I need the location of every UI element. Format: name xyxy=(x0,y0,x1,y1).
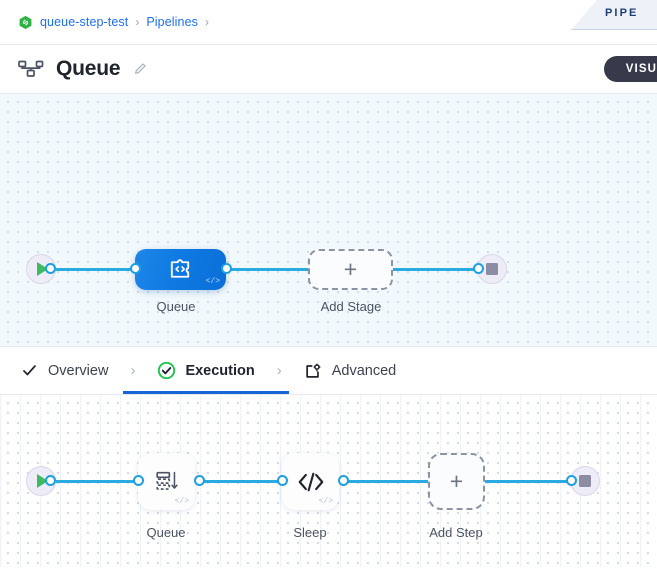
edge-queue-to-sleep xyxy=(196,480,283,483)
check-icon xyxy=(20,361,39,380)
node-code-badge: </> xyxy=(318,497,333,506)
add-stage-label: Add Stage xyxy=(320,299,382,314)
add-step-button[interactable]: + xyxy=(428,453,485,510)
breadcrumb: queue-step-test › Pipelines › xyxy=(0,0,657,45)
page-header: Queue VISU xyxy=(0,45,657,94)
breadcrumb-separator: › xyxy=(135,15,140,29)
step-node-label-queue: Queue xyxy=(146,525,186,540)
queue-stage-output-port[interactable] xyxy=(221,263,232,274)
settings-frame-icon xyxy=(304,361,323,380)
tab-overview[interactable]: Overview xyxy=(20,347,108,394)
step-node-label-sleep: Sleep xyxy=(293,525,327,540)
tab-overview-label: Overview xyxy=(48,362,109,379)
breadcrumb-item-project[interactable]: queue-step-test xyxy=(40,15,129,29)
edge-start-to-queue-step xyxy=(47,480,138,483)
plus-icon: + xyxy=(449,468,464,494)
start-node-output-port[interactable] xyxy=(45,475,56,486)
check-circle-icon xyxy=(157,361,176,380)
stage-node-label-queue: Queue xyxy=(156,299,196,314)
link-hexagon-icon xyxy=(19,15,32,29)
play-icon xyxy=(37,262,48,276)
sleep-step-input-port[interactable] xyxy=(277,475,288,486)
breadcrumb-separator: › xyxy=(205,15,209,29)
visualize-button-label: VISU xyxy=(625,63,657,75)
tab-separator: › xyxy=(130,362,136,379)
start-node-output-port[interactable] xyxy=(45,263,56,274)
queue-step-output-port[interactable] xyxy=(194,475,205,486)
queue-step-input-port[interactable] xyxy=(133,475,144,486)
visualize-button[interactable]: VISU xyxy=(603,56,657,82)
stop-icon xyxy=(579,475,591,487)
end-node-input-port[interactable] xyxy=(566,475,577,486)
edge-sleep-to-addstep xyxy=(340,480,432,483)
puzzle-code-icon xyxy=(170,259,190,278)
tab-advanced[interactable]: Advanced xyxy=(304,347,397,394)
breadcrumb-item-pipelines[interactable]: Pipelines xyxy=(146,15,198,29)
code-brackets-icon xyxy=(298,472,323,491)
stop-icon xyxy=(486,263,498,275)
tab-separator: › xyxy=(276,362,282,379)
sleep-step-output-port[interactable] xyxy=(338,475,349,486)
stage-node-queue[interactable]: </> xyxy=(135,249,226,290)
play-icon xyxy=(37,474,48,488)
node-code-badge: </> xyxy=(205,277,220,286)
edge-queue-to-addstage xyxy=(224,268,311,271)
stage-canvas[interactable]: </> Queue + Add Stage xyxy=(0,94,657,347)
node-code-badge: </> xyxy=(174,497,189,506)
edge-addstep-to-end xyxy=(483,480,576,483)
step-node-queue[interactable]: </> xyxy=(138,453,195,510)
tab-execution[interactable]: Execution xyxy=(123,347,290,394)
tab-advanced-label: Advanced xyxy=(331,362,397,379)
plus-icon: + xyxy=(343,256,358,282)
pipeline-sitemap-icon xyxy=(18,60,44,77)
section-tabs: Overview › Execution › Advanced xyxy=(0,347,657,395)
queue-stack-arrow-icon xyxy=(155,471,178,490)
edge-start-to-queue xyxy=(47,268,143,271)
add-stage-button[interactable]: + xyxy=(308,249,393,290)
page-title: Queue xyxy=(56,57,121,80)
edge-addstage-to-end xyxy=(390,268,482,271)
step-canvas[interactable]: </> Queue </> Sleep + Add Step xyxy=(0,395,657,567)
end-node-input-port[interactable] xyxy=(473,263,484,274)
add-step-label: Add Step xyxy=(429,525,483,540)
step-node-sleep[interactable]: </> xyxy=(282,453,339,510)
queue-stage-input-port[interactable] xyxy=(130,263,141,274)
tab-execution-label: Execution xyxy=(185,362,255,379)
pencil-icon[interactable] xyxy=(133,61,149,77)
